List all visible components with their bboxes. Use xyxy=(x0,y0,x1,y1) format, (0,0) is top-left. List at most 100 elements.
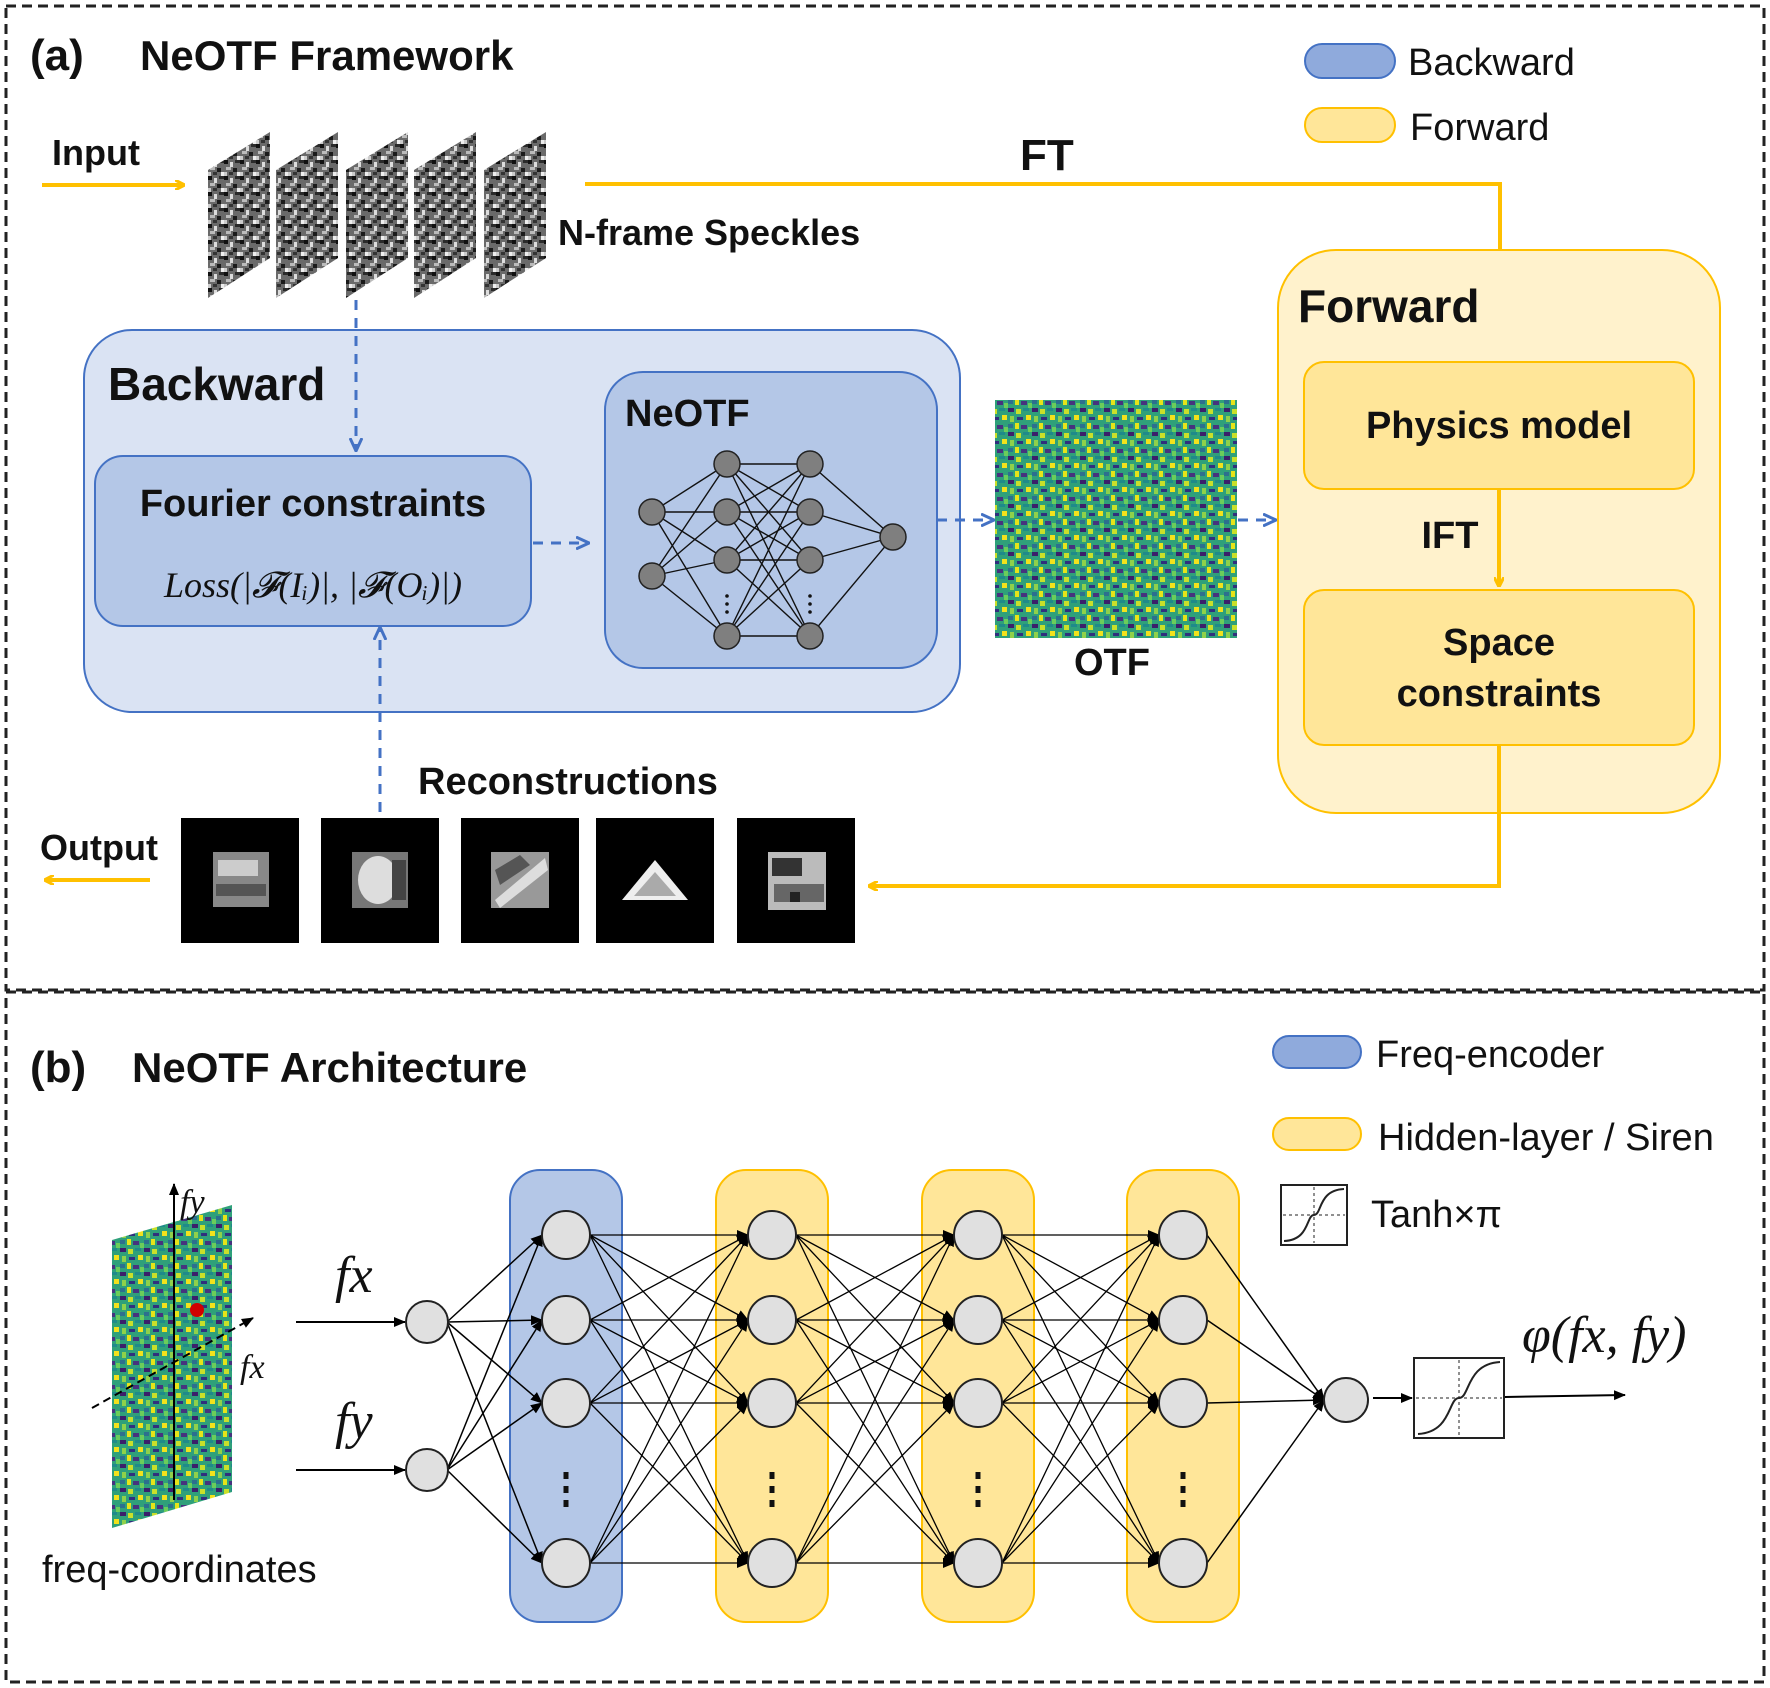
neotf-ellipsis-dot xyxy=(808,602,812,606)
layer-ellipsis-dot xyxy=(769,1486,775,1493)
reconstructions-label: Reconstructions xyxy=(418,761,718,803)
output-tanh-activation xyxy=(1413,1357,1505,1439)
input-edge xyxy=(446,1234,543,1323)
freq-coordinates-label: freq-coordinates xyxy=(42,1549,317,1591)
forward-to-reconstructions-arrow xyxy=(870,746,1501,886)
layer-ellipsis-dot xyxy=(1180,1472,1186,1479)
neotf-edge xyxy=(651,511,728,561)
layer-node xyxy=(747,1538,797,1588)
space-constraints-line1: Space xyxy=(1443,622,1555,664)
layer-node xyxy=(1158,1210,1208,1260)
layer-node xyxy=(953,1538,1003,1588)
fourier-title: Fourier constraints xyxy=(140,483,486,525)
reconstruction-images xyxy=(181,818,855,943)
layer-node xyxy=(1158,1538,1208,1588)
input-fx-label: fx xyxy=(335,1247,373,1304)
layer-node xyxy=(541,1378,591,1428)
neotf-edge xyxy=(809,511,894,538)
otf-label: OTF xyxy=(1074,642,1150,684)
neotf-node xyxy=(713,450,741,478)
neotf-edge xyxy=(809,536,894,561)
otf-image xyxy=(995,400,1237,638)
layer-node xyxy=(1158,1378,1208,1428)
neotf-node xyxy=(713,498,741,526)
physics-model-box xyxy=(1303,361,1695,490)
fourier-constraints-box xyxy=(94,455,532,627)
neotf-network xyxy=(638,450,907,650)
speckle-frame xyxy=(276,132,338,298)
neotf-edge xyxy=(651,463,728,513)
panel-a-title: NeOTF Framework xyxy=(140,32,514,79)
speckles-label: N-frame Speckles xyxy=(558,212,860,253)
layer-node xyxy=(747,1295,797,1345)
forward-title: Forward xyxy=(1298,280,1479,332)
space-constraints-line2: constraints xyxy=(1397,673,1602,715)
fx-axis xyxy=(91,1317,254,1409)
backward-title: Backward xyxy=(108,358,325,410)
neotf-edge xyxy=(651,463,728,577)
hidden-edge xyxy=(795,1319,955,1564)
layer-ellipsis-dot xyxy=(1180,1500,1186,1507)
output-label: Output xyxy=(40,827,158,868)
physics-model-label: Physics model xyxy=(1366,405,1632,447)
input-edge xyxy=(446,1402,543,1471)
hidden-edge xyxy=(795,1234,955,1321)
panel-a-border xyxy=(4,4,1766,992)
neotf-edge xyxy=(726,463,811,637)
fx-axis-label: fx xyxy=(240,1349,265,1386)
layer-node xyxy=(953,1295,1003,1345)
hidden-edge xyxy=(1001,1319,1160,1404)
neotf-edge xyxy=(726,511,811,637)
neotf-node xyxy=(713,622,741,650)
output-node xyxy=(1323,1377,1369,1423)
loss-formula: Loss(|𝓕(Iᵢ)|, |𝓕(Oᵢ)|) xyxy=(163,565,462,605)
neotf-node xyxy=(713,546,741,574)
hidden-edge xyxy=(1001,1234,1160,1321)
speckle-frame xyxy=(346,132,408,298)
neotf-node xyxy=(879,523,907,551)
output-arrow-b xyxy=(1504,1390,1626,1401)
layer-ellipsis-dot xyxy=(769,1472,775,1479)
output-edge xyxy=(1206,1395,1325,1406)
reconstruction-image xyxy=(737,818,855,943)
hidden-edge xyxy=(589,1234,749,1321)
hidden-edge xyxy=(589,1234,749,1564)
input-edge xyxy=(446,1319,543,1471)
neotf-edge xyxy=(726,511,811,561)
speckle-frames xyxy=(208,132,546,298)
panel-b-title: NeOTF Architecture xyxy=(132,1044,527,1091)
fy-axis-label: fy xyxy=(180,1184,205,1221)
layer-ellipsis-dot xyxy=(975,1472,981,1479)
neotf-ellipsis-dot xyxy=(808,594,812,598)
neotf-node xyxy=(796,622,824,650)
layer-ellipsis-dot xyxy=(563,1500,569,1507)
neotf-node xyxy=(796,498,824,526)
input-label: Input xyxy=(52,132,140,173)
layer-ellipsis-dot xyxy=(563,1486,569,1493)
neotf-node xyxy=(638,562,666,590)
reconstruction-image xyxy=(181,818,299,943)
neotf-edge xyxy=(809,536,894,637)
layer-ellipsis-dot xyxy=(769,1500,775,1507)
layer-node xyxy=(747,1378,797,1428)
reconstruction-image xyxy=(321,818,439,943)
neotf-ellipsis-dot xyxy=(808,610,812,614)
neotf-ellipsis-dot xyxy=(725,610,729,614)
input-node xyxy=(405,1448,449,1492)
legend-forward-swatch xyxy=(1304,107,1396,143)
output-edge xyxy=(1206,1234,1325,1401)
legend-hidden-swatch xyxy=(1272,1117,1362,1151)
legend-backward-label: Backward xyxy=(1408,42,1575,84)
input-edge xyxy=(446,1315,543,1326)
neotf-node xyxy=(796,546,824,574)
layer-ellipsis-dot xyxy=(975,1486,981,1493)
layer-ellipsis-dot xyxy=(975,1500,981,1507)
legend-backward-swatch xyxy=(1304,43,1396,79)
speckle-frame xyxy=(484,132,546,298)
layer-ellipsis-dot xyxy=(563,1472,569,1479)
sample-point xyxy=(190,1303,204,1317)
hidden-edge xyxy=(795,1402,955,1564)
legend-tanh-icon xyxy=(1280,1184,1348,1246)
neotf-edge xyxy=(809,463,894,538)
